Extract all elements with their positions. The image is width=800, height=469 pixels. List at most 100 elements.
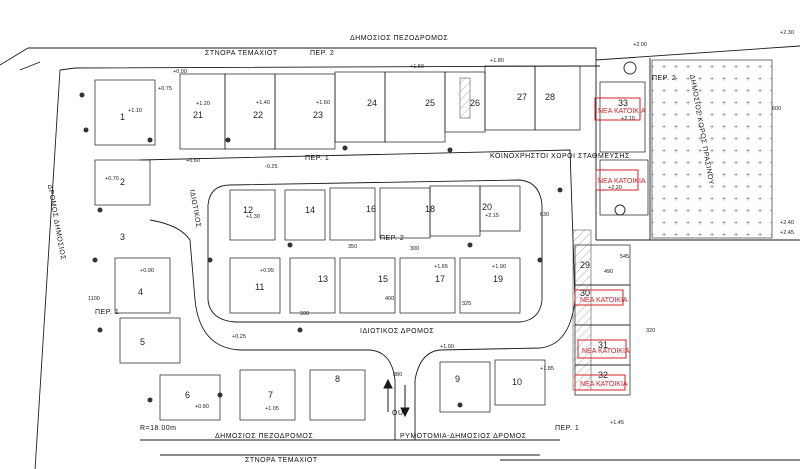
plot-number: 18 — [425, 204, 435, 214]
elevation: +0.25 — [232, 334, 246, 340]
dimension: 400 — [385, 296, 394, 302]
elevation: +1.90 — [492, 264, 506, 270]
plot-number: 4 — [138, 287, 143, 297]
plot-number: 33 — [618, 98, 628, 108]
plot-number: 8 — [335, 374, 340, 384]
stnora-top: ΣΤΝΟΡΑ ΤΕΜΑΧΙΟΤ — [205, 50, 278, 57]
plot-number: 13 — [318, 274, 328, 284]
elevation: +0.70 — [105, 176, 119, 182]
new-house-label: ΝΕΑ ΚΑΤΟΙΚΙΑ — [598, 178, 646, 185]
elevation: +0.95 — [260, 268, 274, 274]
dimension: 880 — [393, 372, 402, 378]
elevation: +1.20 — [196, 101, 210, 107]
elevation: +1.00 — [440, 344, 454, 350]
per1-mid: ΠΕΡ. 1 — [305, 155, 329, 162]
radius-label: R=18.00m — [140, 425, 177, 432]
elevation: +1.05 — [265, 406, 279, 412]
plot-number: 16 — [366, 204, 376, 214]
dimension: 630 — [540, 212, 549, 218]
entry-arrows — [383, 378, 410, 418]
elevation: +1.45 — [610, 420, 624, 426]
new-house-label: ΝΕΑ ΚΑΤΟΙΚΙΑ — [580, 297, 628, 304]
plot-number: 31 — [598, 340, 608, 350]
elevation: +2.45 — [780, 230, 794, 236]
plot-number: 2 — [120, 177, 125, 187]
elevation: +1.50 — [410, 64, 424, 70]
out-label: OUT — [392, 410, 409, 417]
plot-number: 27 — [517, 92, 527, 102]
plot-number: 20 — [482, 202, 492, 212]
hatched-elements — [459, 77, 592, 391]
left-inner-road-label: ΙΔΙΩΤΙΚΟΣ — [188, 189, 202, 229]
elevation: +1.60 — [316, 100, 330, 106]
plot-number: 30 — [580, 288, 590, 298]
dimension: 545 — [620, 254, 629, 260]
plot-number: 6 — [185, 390, 190, 400]
plot-number: 28 — [545, 92, 555, 102]
dimension: 300 — [410, 246, 419, 252]
elevation: +2.00 — [633, 42, 647, 48]
plot-number: 32 — [598, 370, 608, 380]
dimension: 1100 — [88, 296, 100, 302]
plot-number: 21 — [193, 110, 203, 120]
dimension: 490 — [604, 269, 613, 275]
elevation: +0.75 — [158, 86, 172, 92]
new-house-label: ΝΕΑ ΚΑΤΟΙΚΙΑ — [582, 348, 630, 355]
elevation: +2.20 — [608, 185, 622, 191]
plot-number: 23 — [313, 110, 323, 120]
new-house-label: ΝΕΑ ΚΑΤΟΙΚΙΑ — [598, 108, 646, 115]
inner-loop-road — [207, 179, 543, 323]
new-house-outlines — [574, 97, 641, 391]
per1-bottom: ΠΕΡ. 1 — [555, 425, 579, 432]
plot-number: 9 — [455, 374, 460, 384]
elevation: +0.80 — [195, 404, 209, 410]
plot-number: 1 — [120, 112, 125, 122]
elevation: +1.10 — [128, 108, 142, 114]
dimension: 320 — [646, 328, 655, 334]
dimension: 600 — [772, 106, 781, 112]
plot-number: 24 — [367, 98, 377, 108]
plot-number: 12 — [243, 205, 253, 215]
elevation: +1.65 — [434, 264, 448, 270]
bottom-right-road-label: ΡΥΜΟΤΟΜΙΑ-ΔΗΜΟΣΙΟΣ ΔΡΟΜΟΣ — [400, 433, 527, 440]
per1-left: ΠΕΡ. 1 — [95, 309, 119, 316]
dimension: 500 — [300, 311, 309, 317]
plot-number: 26 — [470, 98, 480, 108]
public-green-space — [651, 59, 773, 239]
plot-number: 19 — [493, 274, 503, 284]
per2-right: ΠΕΡ. 2 — [652, 75, 676, 82]
per2-top: ΠΕΡ. 2 — [310, 50, 334, 57]
site-boundary — [0, 45, 800, 469]
elevation-marks: +1.10 +1.20 +1.40 +1.60 +1.50 +1.80 +2.0… — [105, 30, 794, 426]
plot-number: 7 — [268, 390, 273, 400]
elevation: +1.40 — [256, 100, 270, 106]
elevation: +1.85 — [540, 366, 554, 372]
outer-road-edge — [139, 149, 576, 440]
plot-number: 15 — [378, 274, 388, 284]
elevation: +2.15 — [485, 213, 499, 219]
elevation: +2.30 — [780, 30, 794, 36]
new-house-label: ΝΕΑ ΚΑΤΟΙΚΙΑ — [580, 381, 628, 388]
parking-label: ΚΟΙΝΟΧΡΗΣΤΟΙ ΧΩΡΟΙ ΣΤΑΘΜΕΥΣΗΣ — [490, 153, 630, 160]
elevation: +0.00 — [173, 69, 187, 75]
elevation: +0.60 — [186, 158, 200, 164]
inner-block-plots — [94, 159, 631, 421]
inner-road-label: ΙΔΙΩΤΙΚΟΣ ΔΡΟΜΟΣ — [360, 328, 434, 335]
elevation: +1.30 — [246, 214, 260, 220]
top-row-plots — [94, 65, 649, 216]
plot-number: 11 — [255, 282, 264, 292]
dimension: 350 — [348, 244, 357, 250]
dimosios-pezodromos-top: ΔΗΜΟΣΙΟΣ ΠΕΖΟΔΡΟΜΟΣ — [350, 35, 448, 42]
plot-number: 29 — [580, 260, 590, 270]
plot-number: 10 — [512, 377, 522, 387]
bottom-stnora-label: ΣΤΝΟΡΑ ΤΕΜΑΧΙΟΤ — [245, 457, 318, 464]
plot-number: 5 — [140, 337, 145, 347]
dimension: 325 — [462, 301, 471, 307]
plot-number: 25 — [425, 98, 435, 108]
plot-number: 22 — [253, 110, 263, 120]
plot-number: 17 — [435, 274, 445, 284]
elevation: -0.25 — [265, 164, 278, 170]
bottom-left-road-label: ΔΗΜΟΣΙΟΣ ΠΕΖΟΔΡΟΜΟΣ — [215, 433, 313, 440]
plot-number: 14 — [305, 205, 315, 215]
